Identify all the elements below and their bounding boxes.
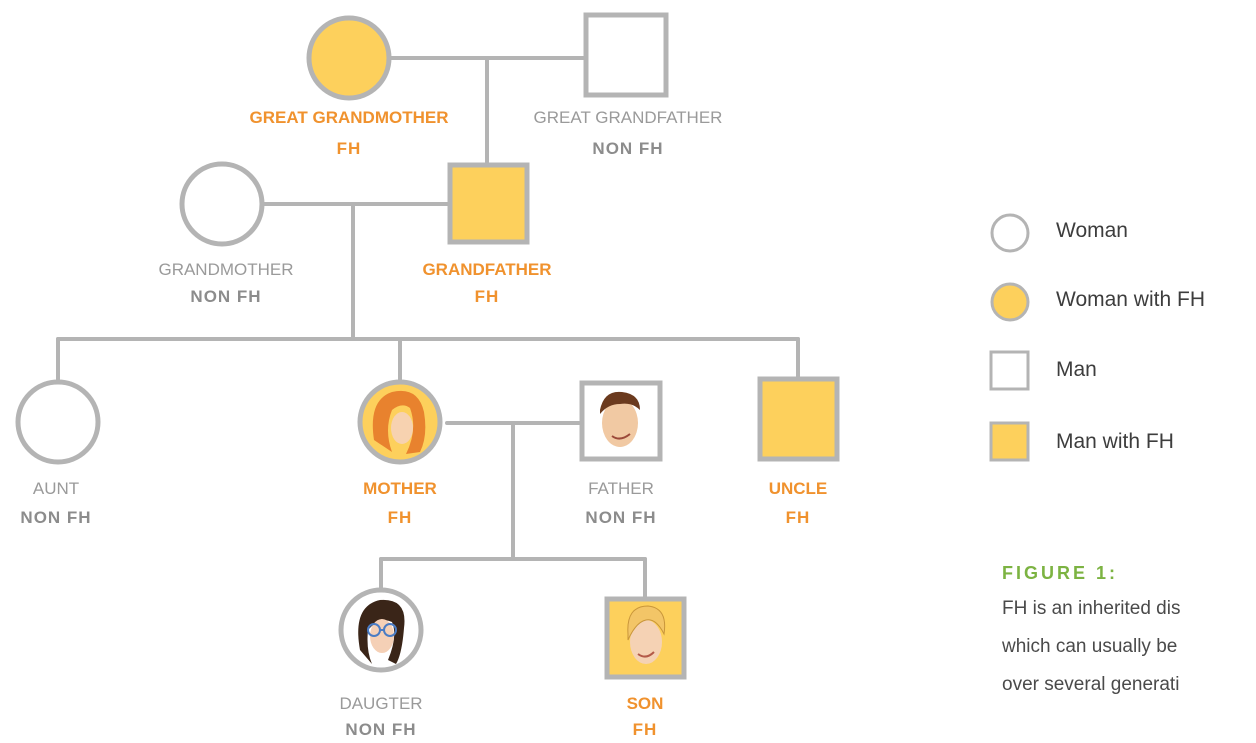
great-grandmother-status: FH — [336, 139, 362, 158]
father-status: NON FH — [585, 508, 657, 527]
grandfather-symbol — [447, 162, 530, 245]
father-name: FATHER — [588, 479, 654, 498]
father-hair-icon — [600, 391, 640, 414]
grandfather-status: FH — [474, 287, 500, 306]
daughter-status: NON FH — [345, 720, 417, 739]
pedigree-lines — [56, 56, 800, 599]
aunt-name: AUNT — [32, 479, 80, 498]
daughter-name: DAUGTER — [339, 694, 423, 713]
daughter-glasses-icon — [367, 623, 397, 637]
figure-caption-line-3: over several generati — [1002, 674, 1180, 695]
legend-man-icon — [989, 350, 1030, 391]
daughter-symbol — [338, 587, 424, 673]
legend-woman-fh-icon — [990, 282, 1030, 322]
figure-caption-line-1: FH is an inherited dis — [1002, 598, 1181, 619]
uncle-name: UNCLE — [768, 479, 828, 498]
legend-woman-fh-label: Woman with FH — [1056, 288, 1205, 311]
son-symbol — [604, 596, 687, 680]
aunt-symbol — [15, 379, 101, 465]
great-grandfather-status: NON FH — [592, 139, 664, 158]
legend-woman-label: Woman — [1056, 219, 1128, 242]
mother-face-icon — [391, 412, 413, 444]
daughter-hair-icon — [358, 599, 405, 664]
grandmother-name: GRANDMOTHER — [158, 260, 294, 279]
father-symbol — [579, 380, 663, 462]
mother-symbol — [357, 379, 443, 465]
mother-hair-icon — [372, 390, 426, 454]
figure-caption-line-2: which can usually be — [1002, 636, 1178, 657]
figure-heading: FIGURE 1: — [1002, 563, 1119, 583]
daughter-face-icon — [370, 619, 394, 653]
great-grandfather-symbol — [583, 12, 669, 98]
legend-man-fh-icon — [989, 421, 1030, 462]
son-hair-icon — [627, 605, 666, 641]
great-grandmother-name: GREAT GRANDMOTHER — [249, 108, 449, 127]
mother-name: MOTHER — [363, 479, 437, 498]
aunt-status: NON FH — [20, 508, 92, 527]
mother-status: FH — [387, 508, 413, 527]
grandmother-status: NON FH — [190, 287, 262, 306]
grandmother-symbol — [179, 161, 265, 247]
great-grandmother-symbol — [306, 15, 392, 101]
legend-man-label: Man — [1056, 358, 1097, 381]
son-name: SON — [626, 694, 664, 713]
legend-woman-icon — [990, 213, 1030, 253]
uncle-symbol — [757, 376, 840, 462]
great-grandfather-name: GREAT GRANDFATHER — [533, 108, 723, 127]
legend-man-fh-label: Man with FH — [1056, 430, 1174, 453]
uncle-status: FH — [785, 508, 811, 527]
son-status: FH — [632, 720, 658, 739]
grandfather-name: GRANDFATHER — [422, 260, 552, 279]
